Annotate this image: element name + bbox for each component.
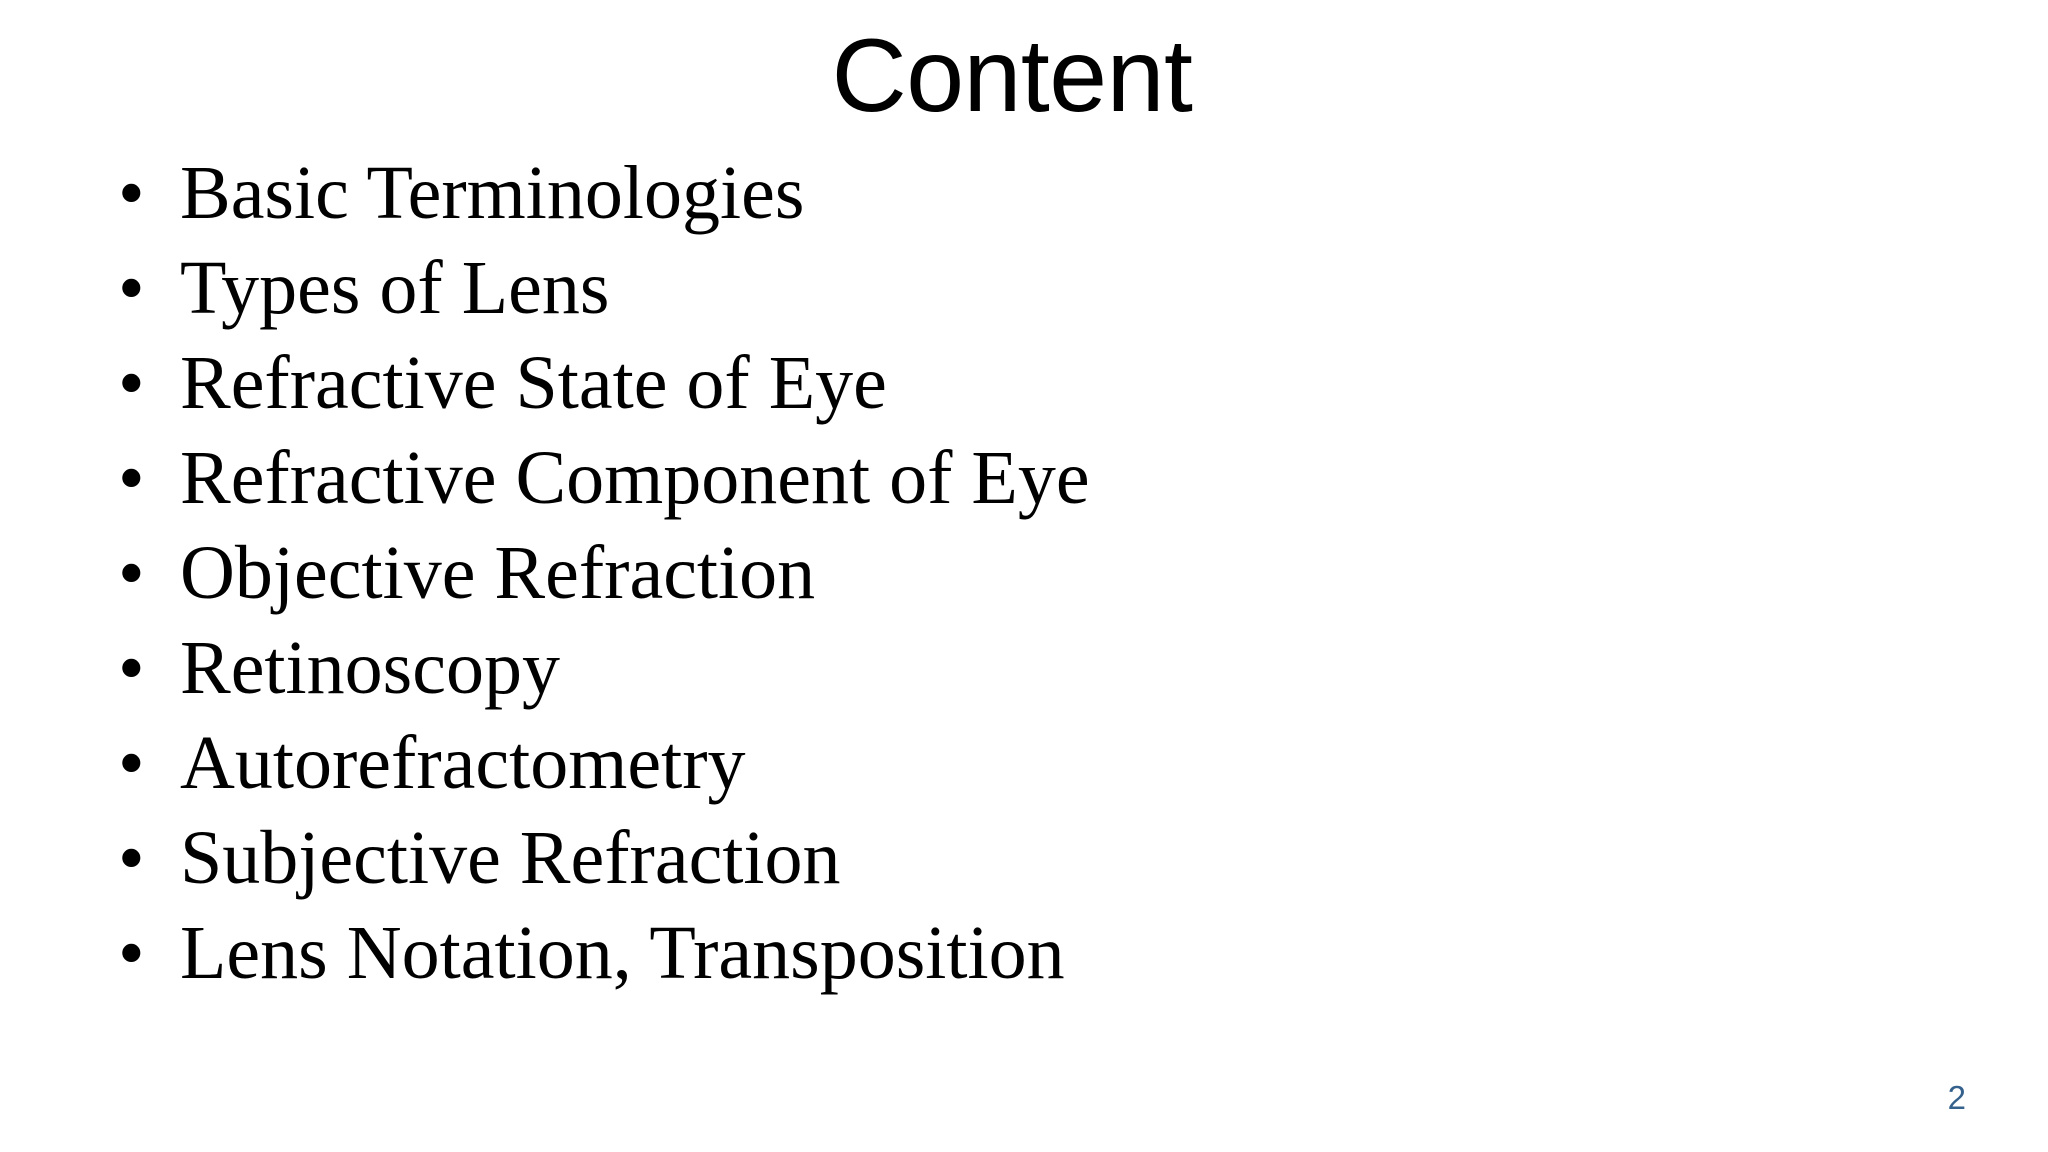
bullet-point-icon: • — [118, 436, 145, 520]
bullet-point-icon: • — [118, 721, 145, 805]
list-item: • Objective Refraction — [118, 526, 1618, 621]
list-item-label: Subjective Refraction — [180, 816, 841, 900]
list-item: • Lens Notation, Transposition — [118, 906, 1618, 1001]
bullet-point-icon: • — [118, 246, 145, 330]
list-item-label: Refractive Component of Eye — [180, 436, 1090, 520]
bullet-point-icon: • — [118, 816, 145, 900]
list-item-label: Autorefractometry — [180, 721, 746, 805]
list-item: • Refractive State of Eye — [118, 336, 1618, 431]
list-item-label: Lens Notation, Transposition — [180, 911, 1065, 995]
list-item-label: Refractive State of Eye — [180, 341, 887, 425]
bullet-point-icon: • — [118, 151, 145, 235]
bullet-point-icon: • — [118, 341, 145, 425]
list-item: • Subjective Refraction — [118, 811, 1618, 906]
list-item-label: Basic Terminologies — [180, 151, 805, 235]
list-item: • Basic Terminologies — [118, 146, 1618, 241]
list-item: • Autorefractometry — [118, 716, 1618, 811]
bullet-point-icon: • — [118, 626, 145, 710]
list-item-label: Objective Refraction — [180, 531, 816, 615]
list-item-label: Types of Lens — [180, 246, 610, 330]
content-bullet-list: • Basic Terminologies • Types of Lens • … — [118, 146, 1618, 1001]
page-title: Content — [831, 18, 1193, 134]
bullet-point-icon: • — [118, 531, 145, 615]
list-item: • Refractive Component of Eye — [118, 431, 1618, 526]
bullet-point-icon: • — [118, 911, 145, 995]
list-item: • Types of Lens — [118, 241, 1618, 336]
list-item-label: Retinoscopy — [180, 626, 560, 710]
list-item: • Retinoscopy — [118, 621, 1618, 716]
page-number: 2 — [1947, 1079, 1966, 1116]
